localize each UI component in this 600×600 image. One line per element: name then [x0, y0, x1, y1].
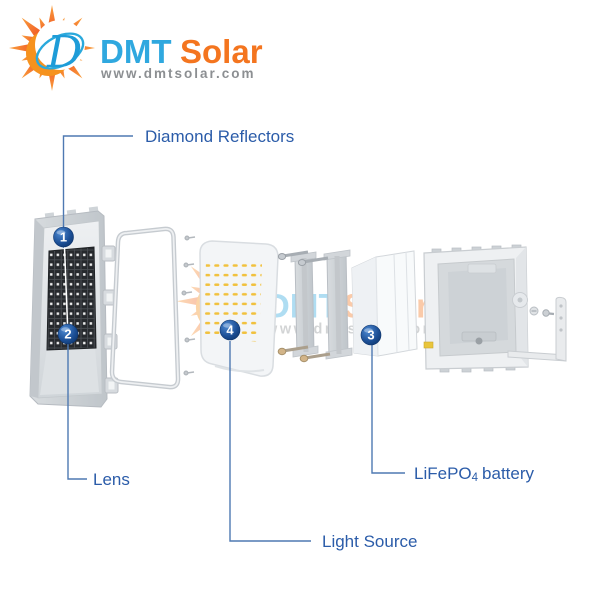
- brand-logo: DMT Solar www.dmtsolar.com: [7, 3, 263, 93]
- label-light-source: Light Source: [322, 532, 417, 551]
- battery-component: [351, 250, 418, 357]
- back-housing-component: [423, 244, 529, 373]
- brand-name-part1: DMT: [100, 33, 171, 70]
- brand-url: www.dmtsolar.com: [100, 66, 256, 81]
- front-frame-component: [29, 206, 119, 408]
- svg-text:2: 2: [64, 327, 71, 342]
- svg-text:1: 1: [60, 230, 67, 245]
- svg-text:3: 3: [367, 328, 374, 343]
- bracket-strips: [290, 249, 353, 360]
- svg-text:4: 4: [226, 323, 234, 338]
- marker-1: 1: [53, 226, 74, 248]
- lens-component: [109, 226, 181, 390]
- led-panel-component: [199, 240, 279, 377]
- warning-label: [423, 341, 434, 349]
- brand-name-part2: Solar: [180, 33, 263, 70]
- assembly-screws: [277, 250, 331, 363]
- small-screws: [181, 235, 196, 376]
- mounting-bracket-component: [507, 296, 567, 362]
- reflector-grid: [46, 246, 97, 351]
- leader-lines: [62, 135, 405, 542]
- marker-3: 3: [360, 324, 382, 346]
- marker-4: 4: [219, 319, 241, 341]
- marker-2: 2: [57, 323, 79, 345]
- marker-connector-line: [63, 246, 69, 325]
- label-lens: Lens: [93, 470, 130, 489]
- label-diamond-reflectors: Diamond Reflectors: [145, 127, 294, 146]
- led-array: [204, 260, 262, 342]
